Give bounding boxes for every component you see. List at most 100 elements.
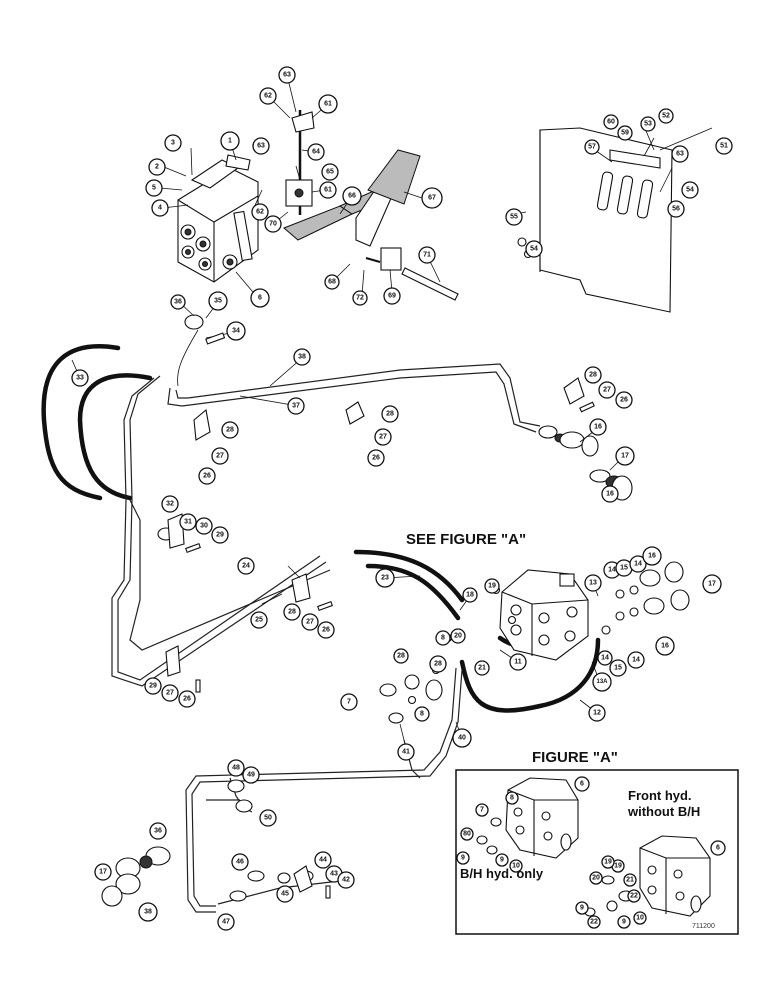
- callout-number: 9: [500, 857, 504, 864]
- callout-circle: [71, 369, 89, 387]
- callout-16: 16: [589, 418, 607, 436]
- callout-9: 9: [617, 915, 631, 929]
- callout-27: 27: [374, 428, 392, 446]
- callout-8: 8: [414, 706, 430, 722]
- callout-29: 29: [144, 677, 162, 695]
- callout-circle: [574, 776, 590, 792]
- callout-26: 26: [198, 467, 216, 485]
- pedal-linkage: [283, 110, 459, 301]
- callout-6: 6: [710, 840, 726, 856]
- callout-4: 4: [151, 199, 169, 217]
- callout-66: 66: [342, 186, 362, 206]
- callout-circle: [293, 348, 311, 366]
- mounting-plate: [539, 127, 713, 313]
- callout-number: 2: [155, 164, 159, 171]
- callout-circle: [592, 672, 612, 692]
- callout-number: 22: [590, 919, 598, 926]
- callout-63: 63: [278, 66, 296, 84]
- callout-number: 27: [379, 434, 387, 441]
- callout-38: 38: [138, 902, 158, 922]
- callout-70: 70: [264, 215, 282, 233]
- callout-circle: [94, 863, 112, 881]
- see-figure-label: SEE FIGURE "A": [406, 531, 526, 548]
- callout-number: 8: [510, 795, 514, 802]
- callout-circle: [414, 706, 430, 722]
- callout-number: 6: [258, 295, 262, 302]
- callout-circle: [603, 114, 619, 130]
- callout-26: 26: [317, 621, 335, 639]
- callout-circle: [623, 873, 637, 887]
- callout-number: 13: [589, 580, 597, 587]
- callout-number: 26: [620, 397, 628, 404]
- callout-53: 53: [640, 116, 656, 132]
- callout-number: 37: [292, 403, 300, 410]
- callout-circle: [144, 677, 162, 695]
- callout-number: 61: [324, 101, 332, 108]
- callout-69: 69: [383, 287, 401, 305]
- hoses: [41, 344, 601, 713]
- callout-34: 34: [226, 321, 246, 341]
- callout-6: 6: [250, 288, 270, 308]
- callout-16: 16: [601, 485, 619, 503]
- callout-number: 28: [288, 609, 296, 616]
- callout-72: 72: [352, 290, 368, 306]
- callout-circle: [509, 653, 527, 671]
- callout-6: 6: [574, 776, 590, 792]
- callout-number: 47: [222, 919, 230, 926]
- callout-circle: [627, 651, 645, 669]
- callout-32: 32: [161, 495, 179, 513]
- callout-circle: [319, 181, 337, 199]
- callout-number: 53: [644, 121, 652, 128]
- callout-number: 21: [478, 665, 486, 672]
- callout-57: 57: [584, 139, 600, 155]
- callout-number: 63: [283, 72, 291, 79]
- callout-7: 7: [340, 693, 358, 711]
- callout-number: 60: [607, 119, 615, 126]
- callout-12: 12: [588, 704, 606, 722]
- callout-number: 26: [322, 627, 330, 634]
- callout-61: 61: [319, 181, 337, 199]
- callout-circle: [505, 791, 519, 805]
- callout-80: 80: [460, 827, 474, 841]
- callout-number: 45: [281, 891, 289, 898]
- callout-circle: [367, 449, 385, 467]
- callout-28: 28: [221, 421, 239, 439]
- callout-circle: [615, 391, 633, 409]
- callout-number: 46: [236, 859, 244, 866]
- callout-26: 26: [178, 690, 196, 708]
- callout-9: 9: [495, 853, 509, 867]
- callout-circle: [161, 495, 179, 513]
- callout-circle: [640, 116, 656, 132]
- callout-circle: [460, 827, 474, 841]
- callout-circle: [178, 690, 196, 708]
- callout-11: 11: [509, 653, 527, 671]
- callout-circle: [642, 546, 662, 566]
- callout-circle: [374, 428, 392, 446]
- callout-18: 18: [462, 587, 478, 603]
- callout-circle: [321, 163, 339, 181]
- callout-circle: [217, 913, 235, 931]
- callout-number: 14: [608, 567, 616, 574]
- callout-22: 22: [587, 915, 601, 929]
- callout-number: 62: [264, 93, 272, 100]
- callout-number: 10: [512, 863, 520, 870]
- callout-35: 35: [208, 291, 228, 311]
- callout-number: 25: [255, 617, 263, 624]
- callout-number: 29: [149, 683, 157, 690]
- callout-number: 28: [226, 427, 234, 434]
- callout-26: 26: [367, 449, 385, 467]
- inset-title: FIGURE "A": [532, 749, 618, 766]
- callout-number: 49: [247, 772, 255, 779]
- callout-19: 19: [484, 578, 500, 594]
- callout-number: 19: [604, 859, 612, 866]
- callout-number: 23: [381, 575, 389, 582]
- callout-19: 19: [611, 859, 625, 873]
- callout-circle: [138, 902, 158, 922]
- callout-number: 38: [144, 909, 152, 916]
- callout-number: 21: [626, 877, 634, 884]
- callout-7: 7: [475, 803, 489, 817]
- callout-number: 17: [621, 453, 629, 460]
- callout-number: 15: [614, 665, 622, 672]
- callout-number: 71: [423, 252, 431, 259]
- callout-circle: [597, 650, 613, 666]
